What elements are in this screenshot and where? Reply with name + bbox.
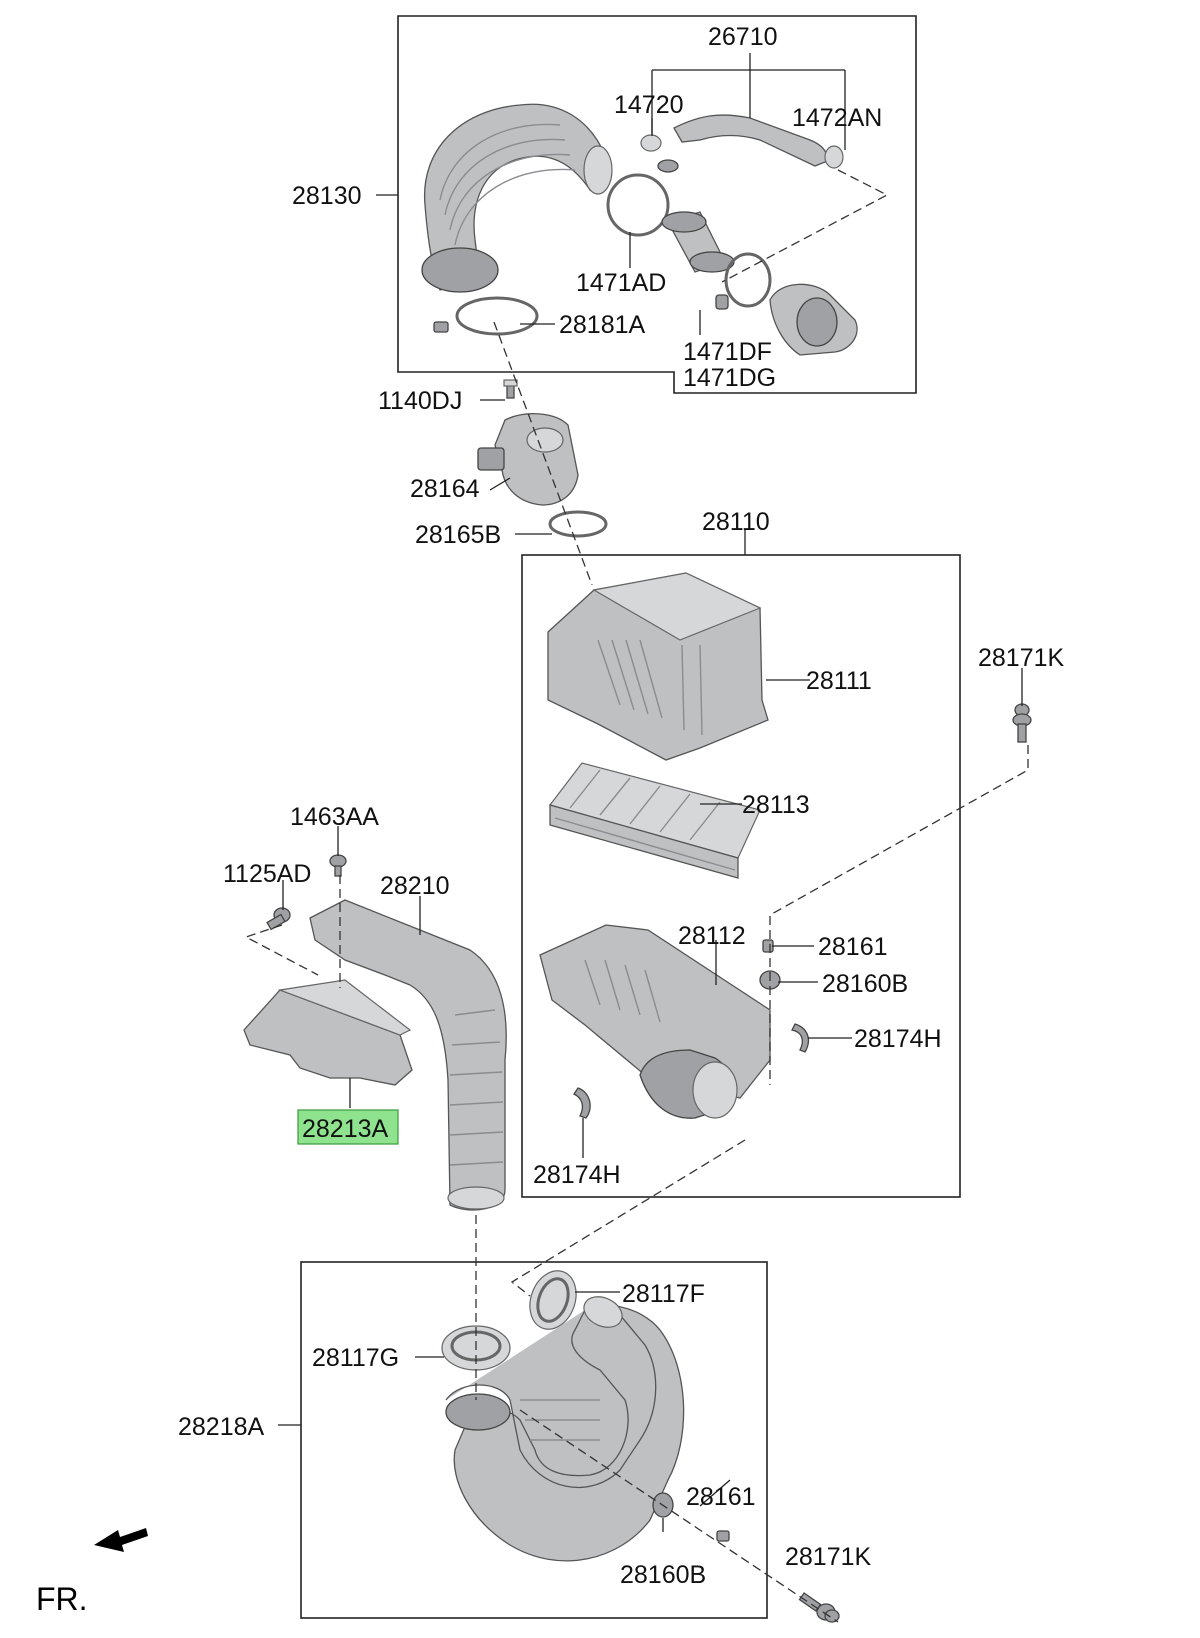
part-label-1471DF[interactable]: 1471DF <box>683 338 772 366</box>
bolt-1463AA-part <box>329 854 347 877</box>
front-direction-arrow-icon <box>94 1528 148 1552</box>
lower-duct-28218A-part <box>445 1296 685 1562</box>
part-label-28112[interactable]: 28112 <box>678 922 746 950</box>
front-direction-label: FR. <box>36 1581 88 1617</box>
part-label-28210[interactable]: 28210 <box>380 872 450 900</box>
intake-hose-part <box>421 103 613 293</box>
alignment-lines <box>244 169 1029 1623</box>
group-box-air-cleaner <box>521 554 961 1198</box>
part-label-28174H-right[interactable]: 28174H <box>854 1025 942 1053</box>
part-label-14720[interactable]: 14720 <box>614 91 684 119</box>
bolt-1140DJ-part <box>503 379 518 399</box>
clip-28174H-left-part <box>573 1087 591 1119</box>
resonator-outlet-part <box>769 283 858 356</box>
part-label-28164[interactable]: 28164 <box>410 475 480 503</box>
part-label-28117G[interactable]: 28117G <box>312 1344 399 1372</box>
clamp-14720-part <box>640 134 679 173</box>
part-label-28218A[interactable]: 28218A <box>178 1413 265 1441</box>
clip-28174H-right-part <box>791 1023 809 1053</box>
part-label-1463AA[interactable]: 1463AA <box>290 803 379 831</box>
intake-duct-28210-part <box>309 899 507 1211</box>
part-label-28161-top[interactable]: 28161 <box>818 933 888 961</box>
clamp-28181A-part <box>433 296 539 336</box>
leader-lines <box>278 53 1023 1532</box>
clamp-1471AD-part <box>606 173 670 237</box>
bolt-28171K-bottom-part <box>798 1592 840 1623</box>
air-flow-sensor-part <box>477 413 579 506</box>
part-label-1471DG[interactable]: 1471DG <box>683 364 776 392</box>
bolt-28171K-top-part <box>1012 703 1032 743</box>
adapter-ring-part <box>661 211 735 273</box>
part-label-28181A[interactable]: 28181A <box>559 311 646 339</box>
air-cleaner-body-part <box>539 924 771 1119</box>
resonator-28213A-part <box>243 979 413 1086</box>
part-label-28113[interactable]: 28113 <box>742 791 810 819</box>
part-label-28174H-left[interactable]: 28174H <box>533 1161 621 1189</box>
bolt-1125AD-part <box>266 907 291 931</box>
part-label-28161-bottom[interactable]: 28161 <box>686 1483 756 1511</box>
grommet-28161-bottom-part <box>716 1530 730 1542</box>
highlight-28213A <box>297 1109 399 1145</box>
clamp-1471DF-part <box>715 252 772 310</box>
ring-28117F-part <box>529 1270 577 1330</box>
part-label-26710[interactable]: 26710 <box>708 23 778 51</box>
part-label-28117F[interactable]: 28117F <box>622 1280 705 1308</box>
part-label-1472AN[interactable]: 1472AN <box>792 104 882 132</box>
part-label-1471AD[interactable]: 1471AD <box>576 269 666 297</box>
part-label-28160B-bottom[interactable]: 28160B <box>620 1561 706 1589</box>
part-label-28130[interactable]: 28130 <box>292 182 362 210</box>
group-box-intake-hose <box>397 15 917 394</box>
part-label-28213A[interactable]: 28213A <box>302 1115 389 1143</box>
gasket-28165B-part <box>548 510 608 538</box>
part-label-28160B-top[interactable]: 28160B <box>822 970 908 998</box>
part-label-28171K-bottom[interactable]: 28171K <box>785 1543 872 1571</box>
part-label-28111[interactable]: 28111 <box>806 667 872 695</box>
grommet-28161-top-part <box>762 939 774 953</box>
part-label-1125AD[interactable]: 1125AD <box>223 860 312 888</box>
part-label-28110[interactable]: 28110 <box>702 508 770 536</box>
part-label-28165B[interactable]: 28165B <box>415 521 501 549</box>
air-filter-element-part <box>548 762 761 879</box>
part-label-1140DJ[interactable]: 1140DJ <box>378 387 462 415</box>
air-cleaner-cover-part <box>547 572 769 761</box>
clamp-1472AN-part <box>824 145 844 169</box>
part-label-28171K-top[interactable]: 28171K <box>978 644 1065 672</box>
group-box-lower-duct <box>300 1261 768 1619</box>
part-labels[interactable]: 26710 14720 1472AN 28130 1471AD 28181A 1… <box>178 23 1065 1589</box>
